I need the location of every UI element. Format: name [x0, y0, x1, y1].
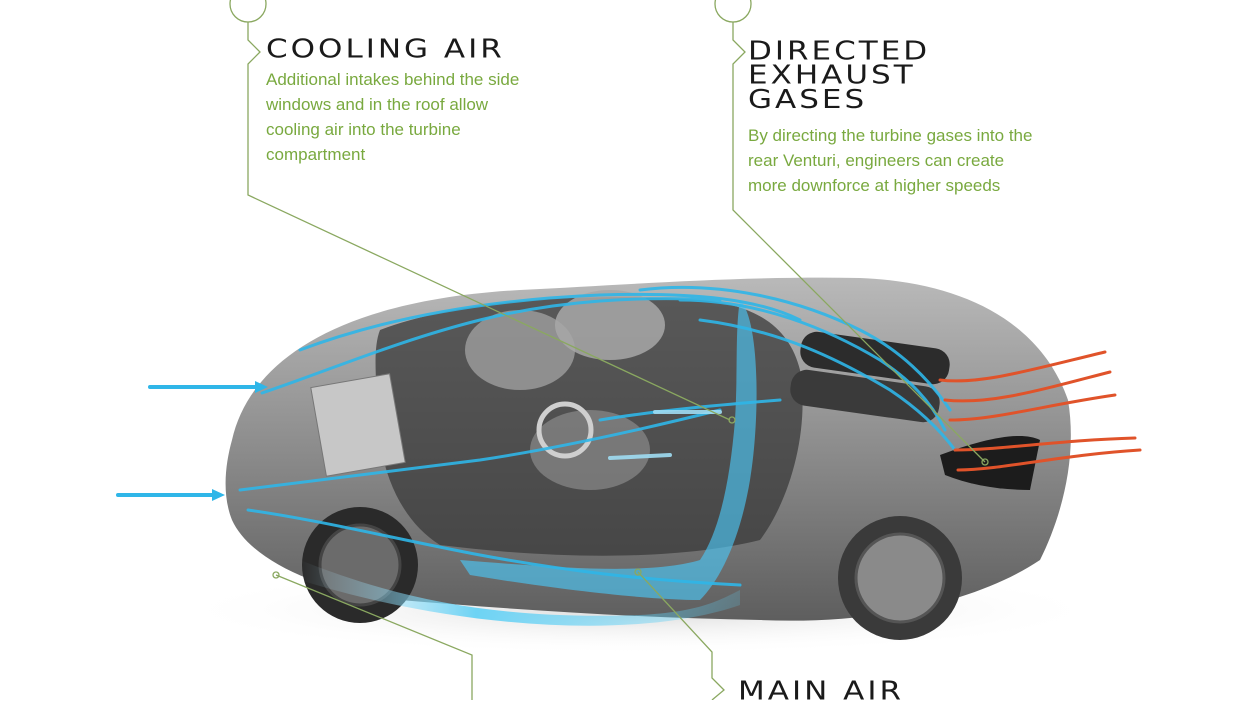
- directed-exhaust-description: By directing the turbine gases into the …: [748, 126, 1033, 195]
- leader-cooling: [247, 22, 731, 421]
- marker-cooling-top: [229, 0, 267, 23]
- cool-airflow-streams: [238, 285, 957, 587]
- floor-airflow: [300, 560, 740, 626]
- cooling-air-description: Additional intakes behind the side windo…: [266, 70, 520, 164]
- rear-wheel-rim: [854, 532, 946, 624]
- turbine-lower: [790, 369, 940, 423]
- cooling-air-title: COOLING AIR: [266, 34, 505, 65]
- main-air-duct: [460, 300, 757, 600]
- steering-wheel: [536, 401, 594, 459]
- intake-arrow-lower: [116, 489, 225, 501]
- marker-front-end: [272, 571, 280, 579]
- main-air-title: MAIN AIR: [738, 676, 905, 706]
- leader-main-air: [637, 571, 725, 700]
- marker-main-end: [634, 568, 642, 576]
- seat-right: [555, 290, 665, 360]
- marker-cooling-end: [728, 416, 736, 424]
- leader-lines: [229, 0, 989, 700]
- marker-exhaust-end: [981, 458, 989, 466]
- leader-front: [275, 574, 473, 700]
- intake-arrow-upper: [148, 381, 268, 393]
- leader-exhaust: [732, 22, 986, 463]
- seat-rear: [530, 410, 650, 490]
- radiator: [310, 373, 406, 477]
- seat-left: [465, 310, 575, 390]
- cabin-airflow-arrows: [608, 410, 722, 460]
- marker-exhaust-top: [714, 0, 752, 23]
- directed-exhaust-title: DIRECTED EXHAUST GASES: [748, 36, 931, 115]
